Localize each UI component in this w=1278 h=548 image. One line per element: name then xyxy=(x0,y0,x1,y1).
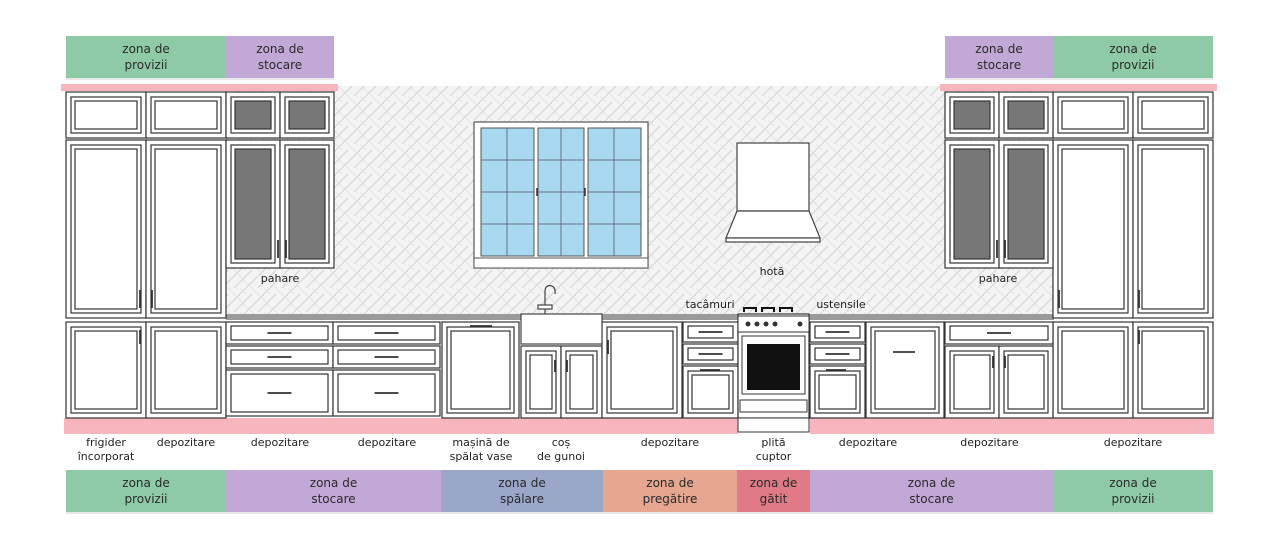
drawer-c1 xyxy=(682,321,739,343)
stove-oven xyxy=(737,307,810,433)
drawer-d2 xyxy=(809,343,866,365)
label-frigider: frigider încorporat xyxy=(77,436,135,463)
sink xyxy=(520,285,603,345)
sink-door-right xyxy=(560,345,603,419)
label-hota: hotă xyxy=(759,265,785,278)
drawer-d1 xyxy=(809,321,866,343)
base-door-f2 xyxy=(944,345,1000,419)
tall-cabinet-door-0 xyxy=(65,139,147,319)
tall-cabinet-bottom-3 xyxy=(1132,321,1214,419)
drawer-a1 xyxy=(225,321,334,345)
glass-cabinet-top-2 xyxy=(944,91,1000,139)
base-door-e xyxy=(865,321,945,419)
label-depozitare_2: depozitare xyxy=(250,436,310,449)
drawer-c2 xyxy=(682,343,739,365)
label-plita: plită cuptor xyxy=(755,436,792,463)
drawer-a3 xyxy=(225,369,334,417)
crown-molding-left xyxy=(61,84,338,91)
label-cos: coș de gunoi xyxy=(537,436,585,463)
glass-cabinet-door-3 xyxy=(998,139,1054,269)
drawer-b3 xyxy=(332,369,441,417)
bottom-zone-2: zona de spălare xyxy=(441,470,603,514)
drawer-f1 xyxy=(944,321,1054,345)
tall-cabinet-top-1 xyxy=(145,91,227,139)
bottom-zone-1: zona de stocare xyxy=(226,470,441,514)
base-door-d3 xyxy=(809,365,866,419)
label-depozitare_3: depozitare xyxy=(357,436,417,449)
tall-cabinet-top-3 xyxy=(1132,91,1214,139)
countertop xyxy=(226,314,1054,320)
label-pahare_left: pahare xyxy=(260,272,300,285)
tall-cabinet-bottom-1 xyxy=(145,321,227,419)
top-zone-2: zona de stocare xyxy=(945,36,1053,80)
base-door-c3 xyxy=(682,365,739,419)
plinth-right xyxy=(810,418,1214,434)
base-door-f3 xyxy=(998,345,1054,419)
base-door-prep xyxy=(601,321,683,419)
label-depozitare_6: depozitare xyxy=(960,436,1019,449)
crown-molding-right xyxy=(940,84,1217,91)
label-tacamuri: tacâmuri xyxy=(685,298,735,311)
sink-door-left xyxy=(520,345,562,419)
glass-cabinet-door-0 xyxy=(225,139,281,269)
tall-cabinet-door-1 xyxy=(145,139,227,319)
glass-cabinet-top-3 xyxy=(998,91,1054,139)
plinth-left xyxy=(64,418,738,434)
window xyxy=(473,121,649,269)
bottom-zone-0: zona de provizii xyxy=(66,470,226,514)
glass-cabinet-door-1 xyxy=(279,139,335,269)
drawer-b1 xyxy=(332,321,441,345)
label-depozitare_4: depozitare xyxy=(640,436,700,449)
bottom-zone-5: zona de stocare xyxy=(810,470,1053,514)
label-masina: mașină de spălat vase xyxy=(449,436,513,463)
label-depozitare_5: depozitare xyxy=(838,436,898,449)
label-depozitare_7: depozitare xyxy=(1103,436,1163,449)
tall-cabinet-top-2 xyxy=(1052,91,1134,139)
glass-cabinet-door-2 xyxy=(944,139,1000,269)
drawer-a2 xyxy=(225,345,334,369)
top-zone-1: zona de stocare xyxy=(226,36,334,80)
tall-cabinet-bottom-2 xyxy=(1052,321,1134,419)
drawer-b2 xyxy=(332,345,441,369)
top-zone-0: zona de provizii xyxy=(66,36,226,80)
bottom-zone-4: zona de gătit xyxy=(737,470,810,514)
glass-cabinet-top-0 xyxy=(225,91,281,139)
tall-cabinet-door-2 xyxy=(1052,139,1134,319)
top-zone-3: zona de provizii xyxy=(1053,36,1213,80)
label-pahare_right: pahare xyxy=(978,272,1018,285)
label-depozitare_1: depozitare xyxy=(156,436,216,449)
bottom-zone-6: zona de provizii xyxy=(1053,470,1213,514)
range-hood-shape xyxy=(725,142,821,243)
tall-cabinet-top-0 xyxy=(65,91,147,139)
bottom-zone-3: zona de pregătire xyxy=(603,470,737,514)
glass-cabinet-top-1 xyxy=(279,91,335,139)
tall-cabinet-bottom-0 xyxy=(65,321,147,419)
dishwasher-panel xyxy=(441,321,520,419)
label-ustensile: ustensile xyxy=(816,298,866,311)
tall-cabinet-door-3 xyxy=(1132,139,1214,319)
